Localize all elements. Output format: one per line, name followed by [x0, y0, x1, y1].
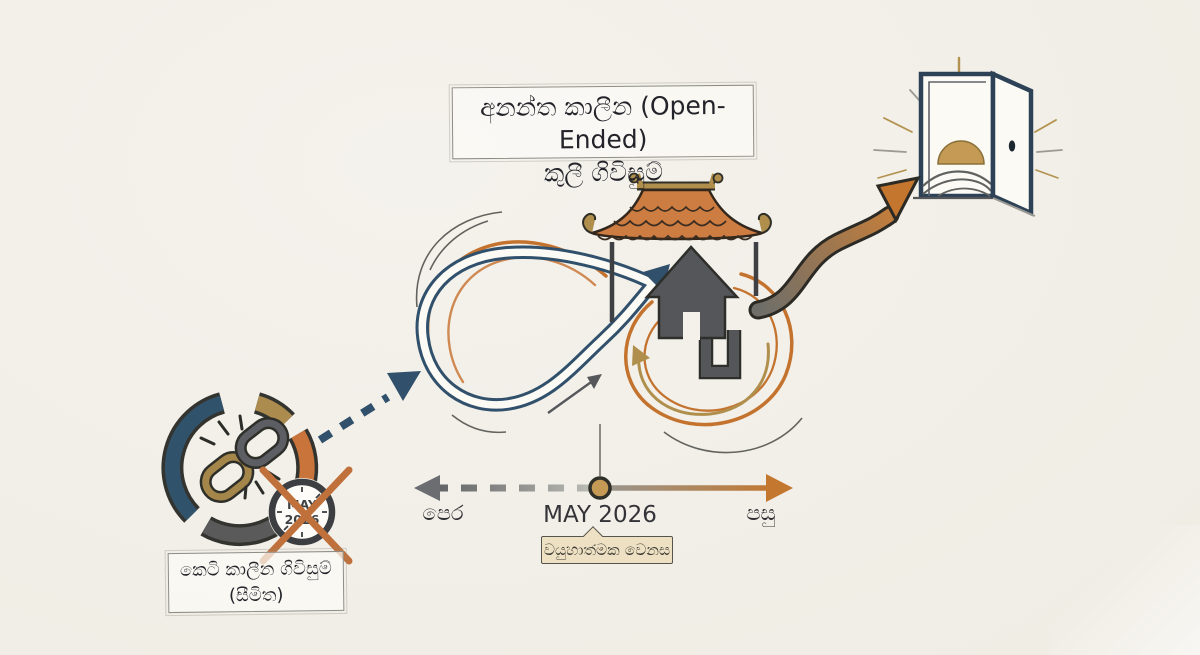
dashed-arrowhead — [387, 371, 421, 401]
roof-body — [588, 188, 766, 241]
broken-chain-icon — [161, 392, 319, 547]
transition-arrowhead — [875, 175, 921, 224]
eave-curl-left — [582, 212, 597, 234]
crossed-out-clock-icon: MAY 2026 — [259, 466, 353, 565]
structural-change-callout: වයුහාත්මක වෙනස — [541, 526, 673, 564]
short-term-line1: කෙටි කාලීන ගිවිසුම් — [179, 558, 332, 581]
tan-arrowhead — [632, 345, 650, 366]
title-box: අනන්ත කාලීන (Open-Ended) කුලී ගිවිසුම් — [448, 81, 758, 188]
sketch-arcs — [415, 211, 803, 454]
short-term-line2: (සීමිත) — [228, 584, 284, 607]
infinity-loop-icon — [415, 211, 803, 454]
timeline-right-arrowhead — [766, 474, 793, 502]
title-line2: කුලී ගිවිසුම් — [543, 157, 664, 188]
roof-tiles — [597, 205, 753, 241]
hills — [922, 170, 992, 197]
curved-transition-arrow-icon — [748, 175, 921, 320]
sun-icon — [937, 140, 985, 165]
eave-curl-right — [757, 212, 772, 234]
gray-arrowhead — [587, 374, 602, 389]
timeline-left-arrowhead — [414, 475, 440, 501]
short-term-label-box: කෙටි කාලීන ගිවිසුම් (සීමිත) — [164, 547, 348, 617]
timeline-axis — [414, 424, 793, 502]
title-line1: අනන්ත කාලීන (Open-Ended) — [479, 90, 726, 155]
open-door-sunrise-icon — [873, 56, 1063, 217]
timeline-before-label: පෙර — [422, 501, 464, 525]
door-frame — [918, 71, 996, 199]
timeline-after-label: පසු — [746, 501, 776, 525]
chain-links — [199, 417, 290, 503]
door-knob — [1008, 140, 1016, 152]
timeline-marker-dot — [588, 476, 612, 500]
crossed-out-x-icon — [259, 466, 353, 565]
callout-text: වයුහාත්මක වෙනස — [543, 541, 671, 559]
house-up-arrow-icon — [644, 245, 742, 380]
pagoda-roof-icon — [582, 172, 772, 322]
timeline-milestone-label: MAY 2026 — [543, 502, 657, 528]
dashed-arrow-icon — [317, 371, 421, 444]
house-notch — [683, 312, 700, 340]
